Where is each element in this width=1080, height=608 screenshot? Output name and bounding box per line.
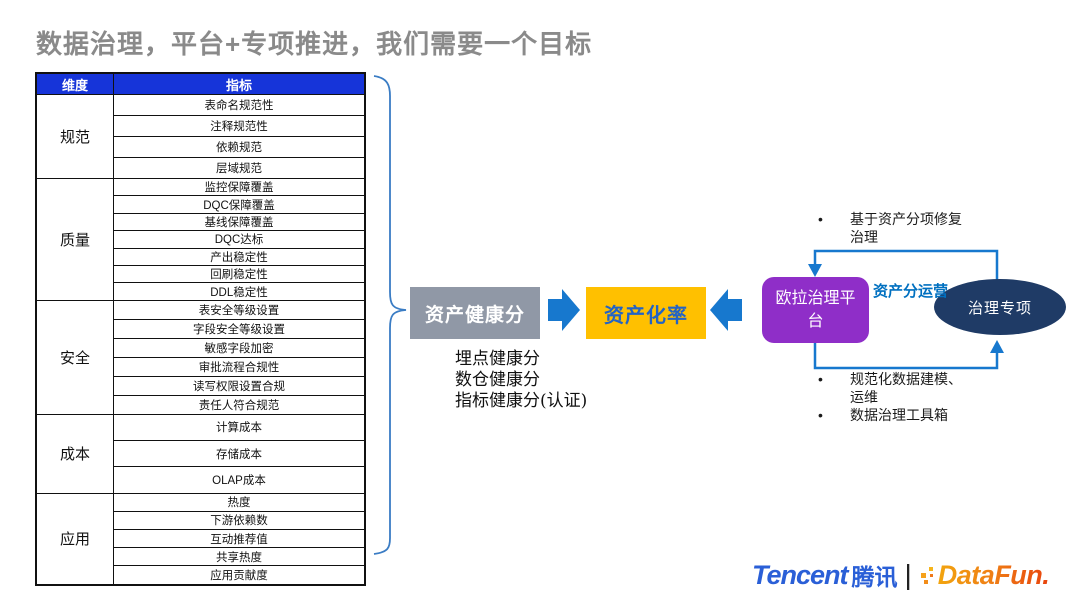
arrow-left-icon xyxy=(710,289,742,331)
indicator-cell: DQC保障覆盖 xyxy=(113,195,366,214)
logo-separator: | xyxy=(904,559,912,590)
datafun-pixels-icon xyxy=(920,567,933,584)
datafun-logo-text: DataFun. xyxy=(937,559,1050,590)
loop-bottom-connector xyxy=(813,342,999,370)
indicator-cell: 共享热度 xyxy=(113,547,366,567)
list-item: • 数据治理工具箱 xyxy=(818,406,970,424)
indicator-cell: DDL稳定性 xyxy=(113,282,366,301)
indicator-cell: 注释规范性 xyxy=(113,115,366,137)
indicator-cell: OLAP成本 xyxy=(113,466,366,494)
platform-bullets-bottom: • 规范化数据建模、运维 • 数据治理工具箱 xyxy=(818,370,970,424)
dimension-cell: 规范 xyxy=(35,94,114,179)
special-project-ellipse: 治理专项 xyxy=(934,279,1066,335)
footer-logos: Tencent 腾讯 | DataFun. xyxy=(752,558,1050,592)
dimension-cell: 应用 xyxy=(35,492,114,586)
dimension-cell: 质量 xyxy=(35,178,114,301)
indicator-cell: 责任人符合规范 xyxy=(113,394,366,415)
indicator-cell: 基线保障覆盖 xyxy=(113,212,366,232)
table-row: OLAP成本 xyxy=(36,466,366,494)
indicator-cell: 表安全等级设置 xyxy=(113,299,366,320)
curly-brace-icon xyxy=(373,75,407,555)
indicator-header: 指标 xyxy=(113,72,366,95)
indicator-cell: 敏感字段加密 xyxy=(113,337,366,358)
platform-bullets-top: • 基于资产分项修复治理 xyxy=(818,210,970,246)
indicator-cell: 热度 xyxy=(113,492,366,512)
indicator-cell: 监控保障覆盖 xyxy=(113,177,366,197)
asset-rate-box: 资产化率 xyxy=(586,287,706,339)
health-line: 埋点健康分 xyxy=(455,349,540,369)
dimension-header: 维度 xyxy=(35,72,114,95)
indicator-cell: 表命名规范性 xyxy=(113,94,366,116)
table-row: 责任人符合规范 xyxy=(36,394,366,415)
health-score-breakdown: 埋点健康分 数仓健康分 指标健康分(认证) xyxy=(455,349,587,412)
health-line: 指标健康分(认证) xyxy=(455,391,588,411)
indicator-cell: 应用贡献度 xyxy=(113,565,366,586)
indicator-cell: 互动推荐值 xyxy=(113,528,366,549)
page-title: 数据治理，平台+专项推进，我们需要一个目标 xyxy=(36,29,593,59)
indicator-cell: 产出稳定性 xyxy=(113,247,366,266)
table-header-row: 维度 指标 xyxy=(35,72,366,95)
arrow-right-icon xyxy=(548,289,580,331)
platform-box: 欧拉治理平台 xyxy=(762,277,869,343)
table-row: 基线保障覆盖 xyxy=(36,212,366,232)
bullet-icon: • xyxy=(818,407,823,423)
loop-top-connector xyxy=(813,249,999,280)
indicator-cell: 存储成本 xyxy=(113,440,366,468)
bullet-icon: • xyxy=(818,371,823,387)
table-row: 应用贡献度 xyxy=(36,565,366,586)
bullet-text: 规范化数据建模、运维 xyxy=(850,371,962,405)
indicator-cell: 依赖规范 xyxy=(113,136,366,158)
indicator-cell: 读写权限设置合规 xyxy=(113,375,366,396)
table-row: 共享热度 xyxy=(36,547,366,567)
asset-health-score-box: 资产健康分 xyxy=(410,287,540,339)
table-row: 质量监控保障覆盖 xyxy=(35,177,366,301)
table-row: 应用热度 xyxy=(35,492,366,586)
tencent-logo: Tencent xyxy=(752,559,849,590)
table-row: 成本计算成本 xyxy=(35,413,366,494)
bullet-icon: • xyxy=(818,211,823,227)
arrowhead-down-icon xyxy=(808,264,822,277)
table-row: 安全表安全等级设置 xyxy=(35,299,366,415)
bullet-text: 数据治理工具箱 xyxy=(850,407,948,423)
dimension-cell: 安全 xyxy=(35,299,114,415)
tencent-logo-cn: 腾讯 xyxy=(851,564,898,590)
indicator-cell: 审批流程合规性 xyxy=(113,356,366,377)
arrowhead-up-icon xyxy=(990,340,1004,353)
table-row: 规范表命名规范性 xyxy=(35,94,366,179)
table-row: 读写权限设置合规 xyxy=(36,375,366,396)
indicator-cell: 计算成本 xyxy=(113,413,366,442)
loop-label: 资产分运营 xyxy=(873,283,949,300)
datafun-logo: DataFun. xyxy=(920,559,1050,591)
indicator-cell: 回刷稳定性 xyxy=(113,264,366,284)
list-item: • 基于资产分项修复治理 xyxy=(818,210,970,246)
dimension-cell: 成本 xyxy=(35,413,114,494)
indicator-cell: DQC达标 xyxy=(113,230,366,249)
indicator-cell: 字段安全等级设置 xyxy=(113,318,366,339)
indicator-cell: 层域规范 xyxy=(113,157,366,179)
bullet-text: 基于资产分项修复治理 xyxy=(850,211,962,245)
table-row: DDL稳定性 xyxy=(36,282,366,301)
list-item: • 规范化数据建模、运维 xyxy=(818,370,970,406)
health-line: 数仓健康分 xyxy=(455,370,540,390)
indicator-cell: 下游依赖数 xyxy=(113,510,366,531)
